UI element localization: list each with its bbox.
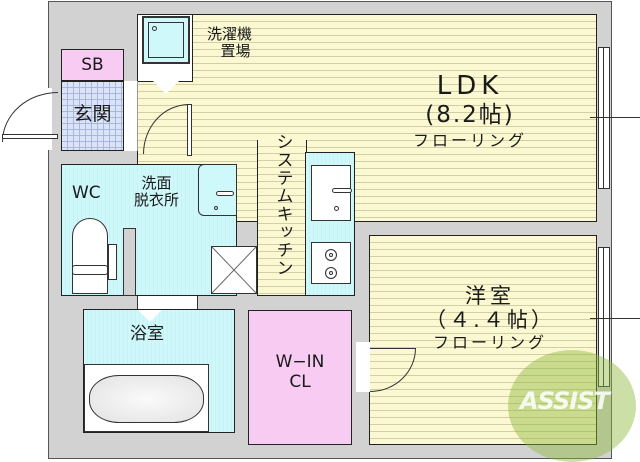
- vanity-sink-icon: [198, 164, 237, 216]
- bathroom-door-gap: [137, 296, 198, 310]
- entrance-door-leaf: [2, 134, 58, 139]
- kitchen-label: システムキッチン: [272, 133, 293, 277]
- walk-in-closet: [248, 310, 352, 445]
- bathroom-label: 浴室: [130, 324, 164, 344]
- shoe-box-label: SB: [81, 55, 104, 75]
- assist-logo-text: ASSIST: [520, 387, 610, 415]
- ldk-window-marker: [590, 117, 640, 118]
- toilet-icon: [72, 218, 108, 294]
- ldk-label: LDK (8.2帖) フローリング: [412, 71, 527, 151]
- walk-in-closet-label: W−IN CL: [275, 352, 325, 392]
- entrance-label: 玄関: [73, 103, 112, 125]
- bathroom-door-arrow-icon: [138, 310, 162, 322]
- closet-door-gap: [356, 342, 370, 392]
- western-room: [369, 235, 597, 445]
- wc-partition: [123, 228, 136, 296]
- entrance-floor: [61, 81, 124, 151]
- wc-label: WC: [72, 183, 101, 203]
- washroom-door-leaf: [187, 104, 192, 156]
- washer-space: [137, 14, 193, 94]
- entrance-hall: [124, 81, 138, 151]
- western-window-marker: [590, 318, 640, 319]
- assist-logo: [508, 350, 636, 462]
- kitchen-sink-icon: [311, 165, 352, 221]
- stove-icon: [311, 242, 351, 284]
- ldk-window[interactable]: [598, 47, 610, 189]
- washer-space-label: 洗濯機 置場: [207, 25, 253, 61]
- fridge-space-icon: [211, 246, 257, 294]
- washer-icon: [142, 16, 190, 64]
- western-room-window[interactable]: [598, 247, 610, 387]
- western-room-label: 洋室 （４.４帖） フローリング: [425, 284, 555, 353]
- kitchen-aisle: [257, 140, 307, 296]
- toilet-tank: [108, 244, 117, 280]
- bathtub-icon: [84, 364, 209, 432]
- shoe-box: [61, 49, 124, 81]
- washroom-label: 洗面 脱衣所: [134, 174, 180, 210]
- door-arrow-icon: [153, 81, 179, 94]
